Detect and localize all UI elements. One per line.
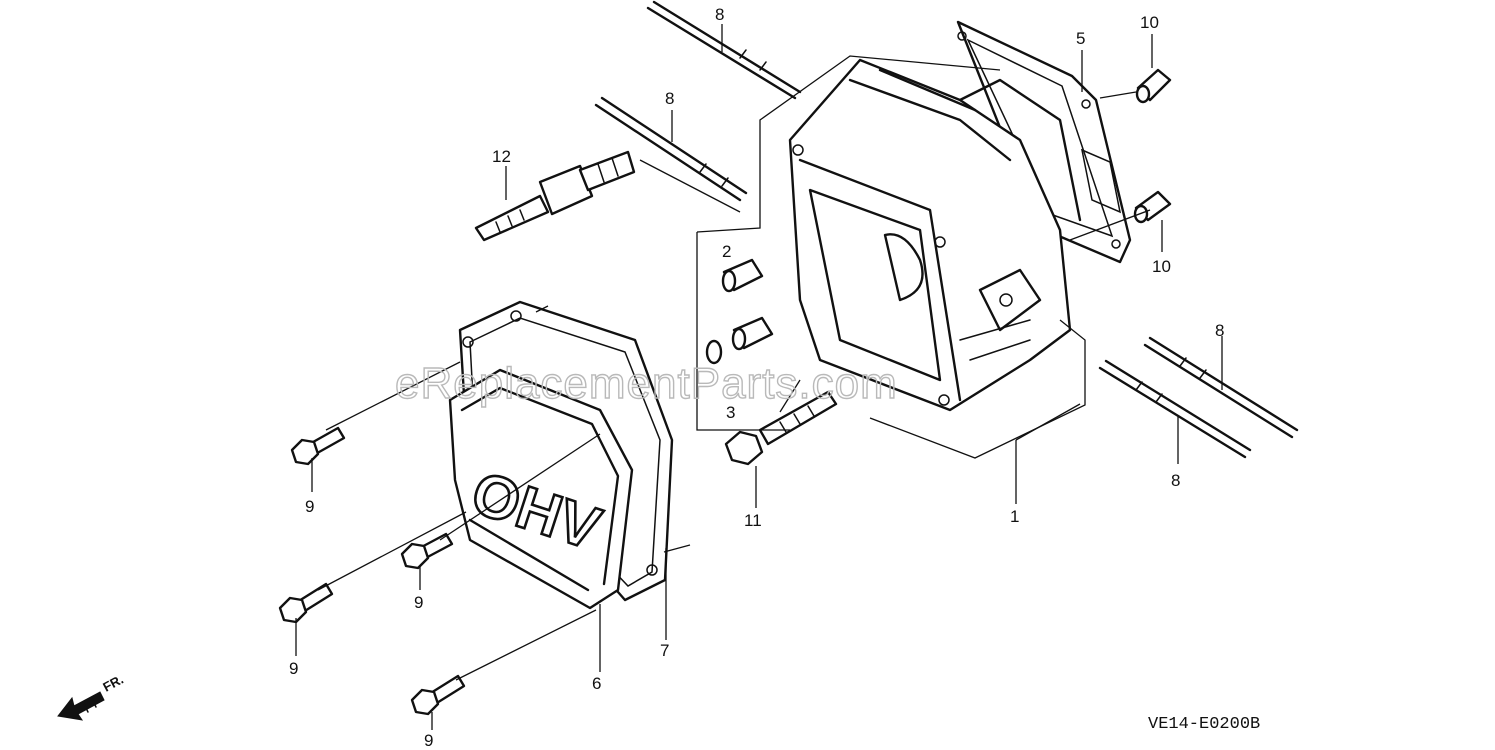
cover-bolt-upper-left [290,426,346,466]
callout-7: 7 [660,641,669,660]
cover-bolt-lower-left [278,582,334,624]
callout-labels: 1 2 3 5 6 7 8 8 8 8 9 9 9 9 10 10 11 12 [289,5,1224,750]
callout-8-lower: 8 [1171,471,1180,490]
callout-3: 3 [726,403,735,422]
front-direction-arrow: FR. [57,672,126,721]
callout-2: 2 [722,242,731,261]
watermark: eReplacementParts.com [395,359,898,408]
spark-plug [474,150,636,242]
stud-bolt-right-lower [1098,359,1252,459]
stud-bolt-top [646,0,802,100]
callout-1: 1 [1010,507,1019,526]
callout-8-right: 8 [1215,321,1224,340]
cylinder-head-cover: OHV [448,368,634,610]
leader-lines [295,24,1223,730]
callout-9-lower-left: 9 [289,659,298,678]
cover-bolt-bottom [410,674,466,716]
callout-9-bottom: 9 [424,731,433,750]
dowel-pin-2 [721,258,764,293]
dowel-pin-upper [1135,68,1172,104]
diagram-code: VE14-E0200B [1148,715,1260,734]
cover-bolt-middle [400,532,454,570]
o-ring [705,339,723,365]
callout-10-lower: 10 [1152,257,1171,276]
callout-9-upper-left: 9 [305,497,314,516]
dowel-pin-lower [1133,190,1172,224]
cylinder-head [788,58,1082,412]
callout-12: 12 [492,147,511,166]
callout-9-middle: 9 [414,593,423,612]
dowel-pin-3 [731,316,774,351]
stud-bolt-right-upper [1143,336,1299,439]
callout-11: 11 [744,511,762,530]
stud-bolt-upper [594,96,748,202]
callout-10-upper: 10 [1140,13,1159,32]
callout-6: 6 [592,674,601,693]
callout-8-upper: 8 [665,89,674,108]
callout-5: 5 [1076,29,1085,48]
flange-bolt [724,390,838,466]
front-direction-label: FR. [100,672,126,695]
callout-8-top: 8 [715,5,724,24]
